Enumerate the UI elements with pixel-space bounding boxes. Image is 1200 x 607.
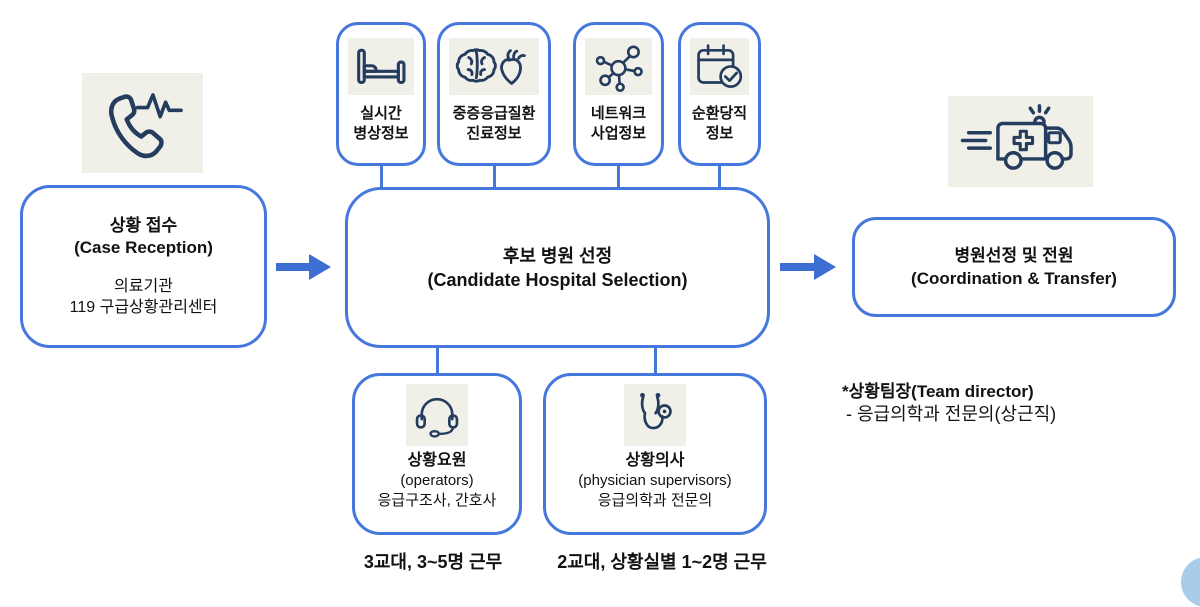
- info-source-realtime-beds-box: 실시간 병상정보: [336, 22, 426, 166]
- headset-icon: [406, 384, 468, 446]
- case-reception-title: 상황 접수 (Case Reception): [74, 215, 213, 259]
- transfer-title-en: (Coordination & Transfer): [911, 269, 1117, 288]
- transfer-title-ko: 병원선정 및 전원: [954, 246, 1074, 265]
- physician-supervisors-box: 상황의사 (physician supervisors) 응급의학과 전문의: [543, 373, 767, 535]
- info-source-network-box: 네트워크 사업정보: [573, 22, 664, 166]
- info-source-label: 실시간 병상정보: [353, 105, 409, 142]
- case-reception-body-line2: 119 구급상황관리센터: [69, 299, 218, 316]
- coordination-transfer-box: 병원선정 및 전원 (Coordination & Transfer): [852, 217, 1176, 317]
- case-reception-title-ko: 상황 접수: [109, 216, 178, 235]
- connector-line: [654, 347, 657, 374]
- operators-box: 상황요원 (operators) 응급구조사, 간호사: [352, 373, 522, 535]
- bed-icon: [348, 38, 414, 95]
- network-icon: [585, 38, 652, 95]
- corner-decoration-circle: [1181, 557, 1200, 607]
- phone-pulse-icon: [82, 73, 203, 173]
- selection-title-ko: 후보 병원 선정: [502, 245, 613, 266]
- info-source-label: 중증응급질환 진료정보: [452, 105, 536, 142]
- operators-title-en: (operators): [400, 472, 474, 489]
- info-source-duty-rotation-box: 순환당직 정보: [678, 22, 761, 166]
- info-source-label: 순환당직 정보: [691, 105, 748, 142]
- team-director-note-detail: - 응급의학과 전문의(상근직): [846, 404, 1057, 424]
- connector-line: [493, 165, 496, 188]
- candidate-hospital-selection-box: 후보 병원 선정 (Candidate Hospital Selection): [345, 187, 770, 348]
- connector-line: [617, 165, 620, 188]
- selection-title-en: (Candidate Hospital Selection): [427, 269, 688, 290]
- info-source-label: 네트워크 사업정보: [590, 105, 647, 142]
- operators-shift-caption: 3교대, 3~5명 근무: [363, 552, 503, 572]
- case-reception-body-line1: 의료기관: [114, 278, 173, 295]
- connector-line: [380, 165, 383, 188]
- info-source-critical-care-box: 중증응급질환 진료정보: [437, 22, 551, 166]
- case-reception-box: 상황 접수 (Case Reception) 의료기관 119 구급상황관리센터: [20, 185, 267, 348]
- brain-heart-icon: [449, 38, 539, 95]
- connector-line: [436, 347, 439, 374]
- team-director-note-title: *상황팀장(Team director): [842, 382, 1034, 401]
- connector-line: [718, 165, 721, 188]
- physicians-title-ko: 상황의사: [625, 452, 685, 469]
- flow-arrow-right-1: [276, 252, 332, 282]
- operators-detail: 응급구조사, 간호사: [377, 492, 497, 509]
- operators-title-ko: 상황요원: [407, 452, 467, 469]
- case-reception-title-en: (Case Reception): [74, 238, 213, 257]
- physicians-shift-caption: 2교대, 상황실별 1~2명 근무: [557, 552, 767, 572]
- team-director-note: *상황팀장(Team director) - 응급의학과 전문의(상근직): [842, 381, 1056, 426]
- ambulance-icon: [948, 96, 1093, 187]
- stethoscope-icon: [624, 384, 686, 446]
- case-reception-body: 의료기관 119 구급상황관리센터: [70, 276, 218, 318]
- calendar-check-icon: [690, 38, 749, 95]
- physicians-detail: 응급의학과 전문의: [597, 492, 713, 509]
- flow-arrow-right-2: [780, 252, 837, 282]
- physicians-title-en: (physician supervisors): [578, 472, 732, 489]
